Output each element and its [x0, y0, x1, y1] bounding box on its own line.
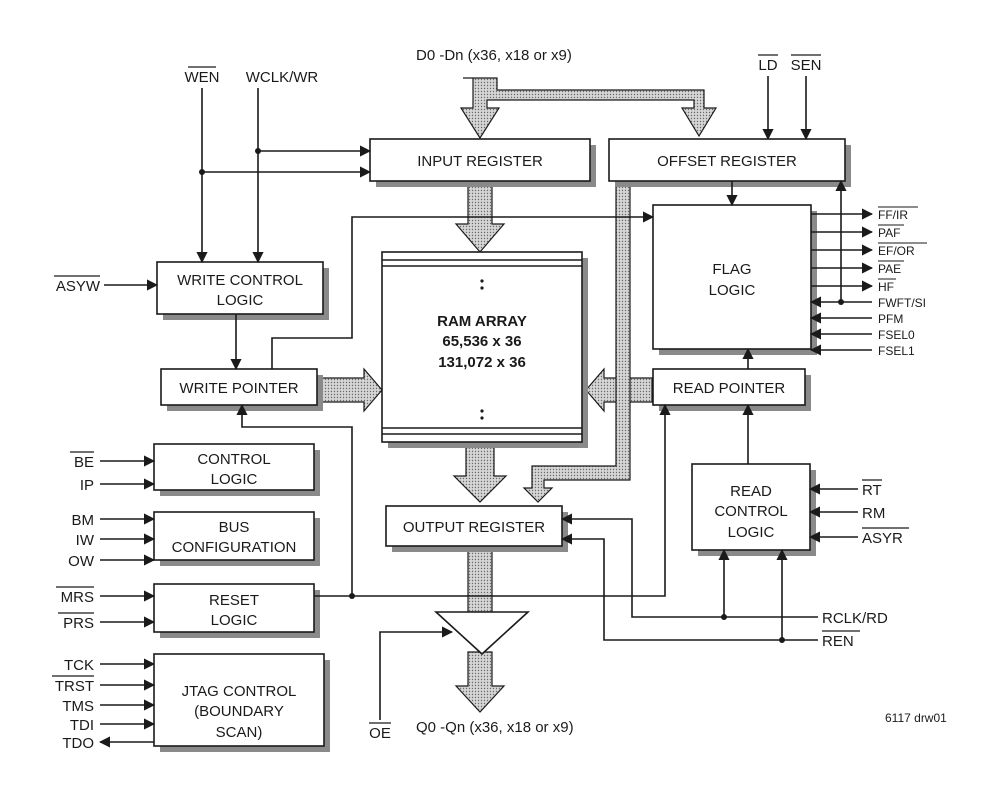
flag-out-paf: PAF	[878, 226, 900, 240]
signal-prs: PRS	[63, 615, 94, 632]
signal-rclk: RCLK/RD	[822, 610, 888, 627]
signal-iw: IW	[76, 532, 95, 549]
flag-in-fsel0: FSEL0	[878, 328, 915, 342]
flag-out-pae: PAE	[878, 262, 901, 276]
read-control-label-3: LOGIC	[728, 524, 775, 541]
reset-logic-label-1: RESET	[209, 592, 259, 609]
signal-rm: RM	[862, 505, 885, 522]
signal-asyw: ASYW	[56, 278, 101, 295]
signal-rt: RT	[862, 482, 882, 499]
read-pointer-block	[652, 368, 806, 406]
read-control-logic-block	[691, 463, 811, 551]
control-logic-label-2: LOGIC	[211, 471, 258, 488]
data-out-bus	[454, 651, 506, 713]
read-control-label-1: READ	[730, 483, 772, 500]
signal-ip: IP	[80, 477, 94, 494]
ram-array-title: RAM ARRAY	[437, 313, 527, 330]
signal-ow: OW	[68, 553, 95, 570]
write-control-label-2: LOGIC	[217, 292, 264, 309]
offset-register-label: OFFSET REGISTER	[657, 153, 797, 170]
input-to-ram-bus	[454, 185, 506, 253]
write-pointer-to-ram-bus	[315, 367, 383, 413]
flag-in-fwft: FWFT/SI	[878, 296, 926, 310]
output-register-block	[385, 505, 563, 547]
data-out-label: Q0 -Qn (x36, x18 or x9)	[416, 719, 574, 736]
signal-wen: WEN	[185, 69, 220, 86]
signal-sen: SEN	[791, 57, 822, 74]
signal-tck: TCK	[64, 657, 94, 674]
reset-logic-label-2: LOGIC	[211, 612, 258, 629]
jtag-label-2: (BOUNDARY	[194, 703, 284, 720]
offset-register-block	[608, 138, 846, 182]
write-pointer-label: WRITE POINTER	[179, 380, 298, 397]
flag-in-pfm: PFM	[878, 312, 903, 326]
jtag-control-block	[153, 653, 325, 747]
signal-mrs: MRS	[61, 589, 94, 606]
ram-to-output-bus	[452, 445, 508, 503]
bus-configuration-label-1: BUS	[219, 519, 250, 536]
signal-be: BE	[74, 454, 94, 471]
control-logic-label-1: CONTROL	[197, 451, 270, 468]
signal-bm: BM	[72, 512, 95, 529]
signal-ld: LD	[758, 57, 777, 74]
read-pointer-label: READ POINTER	[673, 380, 786, 397]
drawing-id: 6117 drw01	[885, 711, 947, 725]
jtag-label-3: SCAN)	[216, 724, 263, 741]
signal-oe: OE	[369, 725, 391, 742]
signal-trst: TRST	[55, 678, 94, 695]
signal-tdi: TDI	[70, 717, 94, 734]
flag-out-hf: HF	[878, 280, 894, 294]
flag-logic-label-2: LOGIC	[709, 282, 756, 299]
input-register-block	[369, 138, 591, 182]
reset-logic-block	[153, 583, 315, 633]
signal-asyr: ASYR	[862, 530, 903, 547]
output-buffer-triangle	[433, 611, 531, 656]
offset-to-output-bus	[522, 183, 631, 503]
read-control-label-2: CONTROL	[714, 503, 787, 520]
bus-configuration-block	[153, 511, 315, 561]
data-in-label: D0 -Dn (x36, x18 or x9)	[416, 47, 572, 64]
flag-out-ff-ir: FF/IR	[878, 208, 908, 222]
output-register-bus	[467, 545, 493, 613]
write-control-label-1: WRITE CONTROL	[177, 272, 303, 289]
ram-array-size-2: 131,072 x 36	[438, 354, 526, 371]
ram-array-size-1: 65,536 x 36	[442, 333, 521, 350]
input-register-label: INPUT REGISTER	[417, 153, 543, 170]
output-register-label: OUTPUT REGISTER	[403, 519, 545, 536]
signal-wclk: WCLK/WR	[246, 69, 319, 86]
signal-tdo: TDO	[62, 735, 94, 752]
signal-ren: REN	[822, 633, 854, 650]
flag-in-fsel1: FSEL1	[878, 344, 915, 358]
data-in-bus	[459, 77, 718, 140]
bus-configuration-label-2: CONFIGURATION	[172, 539, 297, 556]
flag-logic-label-1: FLAG	[712, 261, 751, 278]
signal-tms: TMS	[62, 698, 94, 715]
jtag-label-1: JTAG CONTROL	[182, 683, 297, 700]
flag-out-ef-or: EF/OR	[878, 244, 915, 258]
write-control-logic-block	[156, 261, 324, 315]
control-logic-block	[153, 443, 315, 491]
